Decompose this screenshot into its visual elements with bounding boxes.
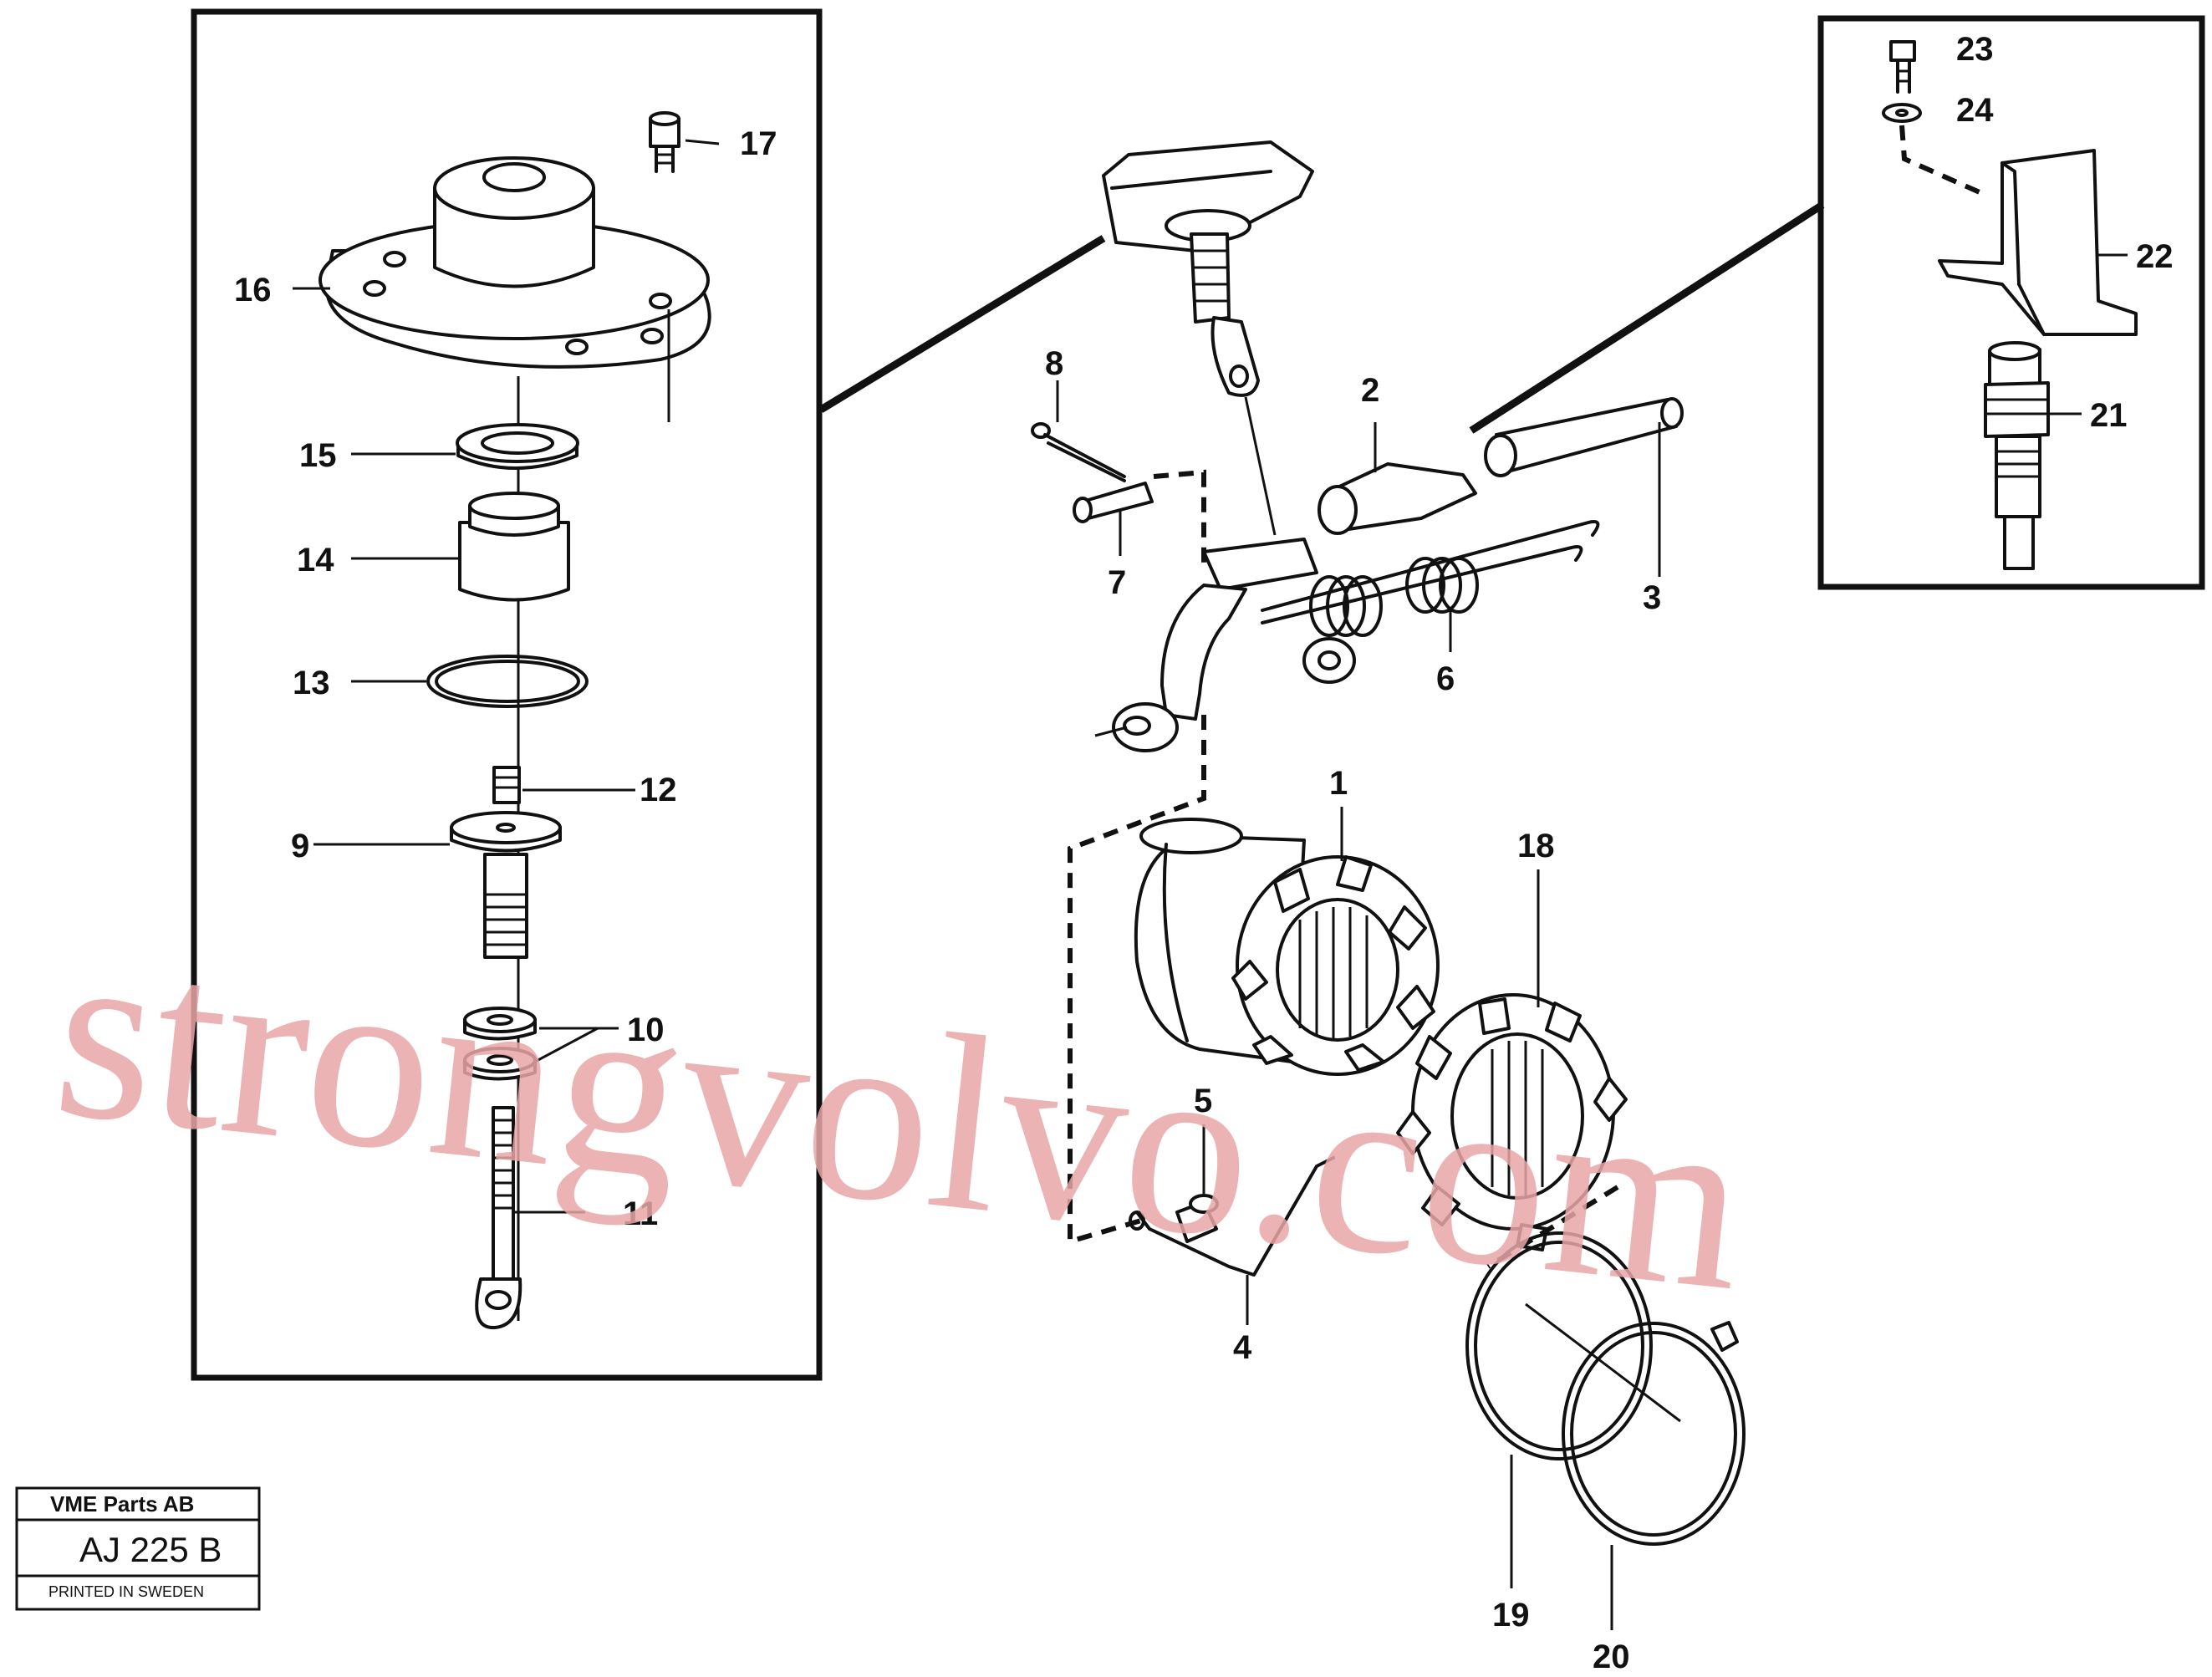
callout-18: 18 [1517, 828, 1555, 864]
callout-2: 2 [1361, 372, 1379, 409]
part-4-retaining-wire [1129, 1156, 1335, 1325]
part-18-clutch-ring [1396, 869, 1628, 1251]
callout-3: 3 [1643, 579, 1661, 616]
part-13-o-ring [426, 655, 589, 708]
callout-4: 4 [1233, 1329, 1252, 1366]
part-23-screw [1889, 40, 1916, 94]
part-15-seal-ring [456, 423, 579, 470]
part-5-grease-nipple [1175, 1124, 1219, 1243]
left-inset-connector [818, 235, 1106, 413]
callout-21: 21 [2090, 397, 2128, 434]
right-inset-frame [1817, 15, 2205, 590]
part-8-split-pin [1031, 380, 1126, 482]
part-17-bolt [649, 111, 680, 173]
document-stamp: VME Parts AB AJ 225 B PRINTED IN SWEDEN [15, 1486, 261, 1611]
callout-15: 15 [299, 437, 337, 474]
part-12-plug [492, 766, 521, 804]
part-9-piston [450, 811, 562, 959]
callout-6: 6 [1436, 660, 1455, 697]
callout-5: 5 [1194, 1083, 1212, 1119]
watermark-text: strongvolvo.com [44, 889, 1757, 1343]
right-inset-connector [1469, 201, 1825, 434]
part-1-coupling-sleeve [1134, 807, 1440, 1076]
part-11-eye-bolt [475, 1106, 522, 1330]
ring-to-circlip-dashed-line [1486, 1185, 1619, 1269]
callout-24: 24 [1956, 92, 1994, 129]
callout-11: 11 [623, 1195, 658, 1232]
part-21-sensor [1984, 341, 2082, 570]
part-20-circlip [1525, 1302, 1746, 1630]
callout-13: 13 [293, 665, 330, 701]
part-6-springs [1261, 520, 1600, 652]
part-24-washer [1882, 103, 1981, 195]
part-3-pin [1484, 397, 1684, 577]
part-7-clevis-pin [1073, 469, 1206, 568]
part-10-nuts [463, 1007, 537, 1081]
callout-1: 1 [1329, 765, 1348, 802]
left-inset-leaders [293, 139, 720, 1214]
callout-16: 16 [234, 272, 272, 308]
callout-23: 23 [1956, 31, 1994, 68]
callout-19: 19 [1492, 1597, 1530, 1634]
stamp-printed: PRINTED IN SWEDEN [48, 1583, 204, 1600]
callout-7: 7 [1108, 564, 1126, 601]
callout-9: 9 [291, 828, 309, 864]
part-19-circlip [1465, 1231, 1653, 1588]
fork-to-sleeve-dashed-line [1068, 715, 1206, 1246]
part-14-bushing [458, 492, 570, 602]
callout-20: 20 [1593, 1639, 1630, 1675]
pedal-pad [1102, 140, 1314, 536]
callout-12: 12 [640, 772, 677, 808]
callout-22: 22 [2136, 238, 2174, 275]
part-22-bracket [1938, 149, 2138, 336]
callout-8: 8 [1045, 345, 1063, 382]
part-16-flange-housing [319, 156, 711, 422]
left-inset-frame [191, 8, 823, 1381]
part-2-lever-arm [1318, 422, 1477, 535]
stamp-company: VME Parts AB [50, 1491, 194, 1516]
callout-17: 17 [740, 125, 777, 162]
clutch-fork [1094, 538, 1356, 752]
stamp-code: AJ 225 B [79, 1530, 222, 1569]
callout-10: 10 [627, 1012, 665, 1048]
callout-14: 14 [297, 542, 334, 579]
